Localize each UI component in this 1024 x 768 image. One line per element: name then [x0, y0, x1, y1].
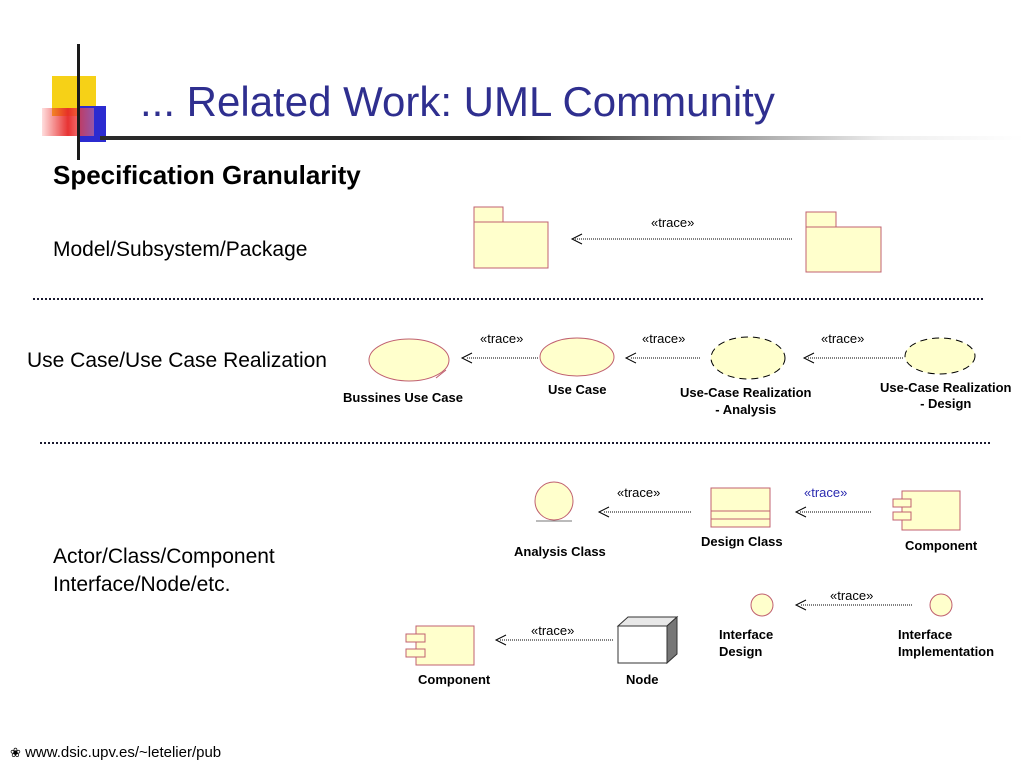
trace-arrow-interface: [794, 599, 912, 611]
trace-label-class-1: «trace»: [617, 485, 661, 500]
trace-arrow-usecase-1: [460, 352, 538, 364]
caption-interface-implementation-line1: Interface: [898, 627, 953, 642]
node-icon: [616, 615, 679, 665]
trace-label-usecase-1: «trace»: [480, 331, 524, 346]
logo-red-square: [42, 108, 94, 136]
footer: ❀ www.dsic.upv.es/~letelier/pub: [10, 744, 221, 761]
row-separator-1: [33, 298, 983, 300]
caption-interface-design: Interface Design: [719, 626, 773, 660]
component-icon-2: [405, 625, 475, 666]
use-case-icon: [539, 337, 615, 377]
caption-ucr-design-line1: Use-Case Realization: [880, 380, 1012, 395]
trace-label-interface: «trace»: [830, 588, 874, 603]
footer-url[interactable]: www.dsic.upv.es/~letelier/pub: [25, 744, 222, 761]
caption-interface-design-line2: Design: [719, 644, 763, 659]
caption-ucr-analysis: Use-Case Realization - Analysis: [680, 384, 812, 418]
caption-ucr-design: Use-Case Realization - Design: [880, 380, 1012, 412]
design-class-icon: [710, 487, 771, 528]
caption-component: Component: [905, 538, 978, 553]
trace-arrow-usecase-3: [802, 352, 903, 364]
caption-interface-implementation-line2: Implementation: [898, 644, 995, 659]
business-use-case-icon: [368, 338, 450, 382]
analysis-class-icon: [534, 481, 574, 521]
trace-arrow-class-1: [597, 506, 691, 518]
package-icon-right: [805, 211, 882, 273]
interface-design-icon: [750, 593, 774, 617]
caption-interface-implementation: Interface Implementation: [898, 626, 994, 660]
title-vertical-rule: [77, 44, 80, 160]
component-icon: [892, 490, 961, 531]
caption-design-class: Design Class: [701, 534, 783, 549]
ucr-analysis-icon: [710, 336, 786, 380]
caption-analysis-class: Analysis Class: [514, 544, 606, 559]
caption-use-case: Use Case: [548, 382, 607, 397]
caption-business-use-case: Bussines Use Case: [343, 390, 463, 405]
footer-bullet-icon: ❀: [10, 745, 21, 760]
trace-label-usecase-3: «trace»: [821, 331, 865, 346]
trace-label-class-2: «trace»: [804, 485, 848, 500]
caption-node: Node: [626, 672, 659, 687]
slide-title: ... Related Work: UML Community: [140, 78, 775, 125]
row-label-usecase: Use Case/Use Case Realization: [27, 349, 327, 372]
caption-ucr-analysis-line2: - Analysis: [715, 402, 777, 417]
package-icon-left: [473, 206, 549, 269]
trace-label-node: «trace»: [531, 623, 575, 638]
caption-ucr-design-line2: - Design: [920, 396, 972, 411]
caption-component-2: Component: [418, 672, 491, 687]
row-label-elements-1: Actor/Class/Component: [53, 545, 275, 568]
ucr-design-icon: [904, 337, 976, 375]
title-underline: [100, 136, 1024, 140]
caption-ucr-analysis-line1: Use-Case Realization: [680, 385, 812, 400]
interface-implementation-icon: [929, 593, 953, 617]
trace-arrow-package: [570, 233, 792, 245]
trace-arrow-node: [494, 634, 613, 646]
caption-interface-design-line1: Interface: [719, 627, 774, 642]
row-label-package: Model/Subsystem/Package: [53, 238, 308, 261]
row-separator-2: [40, 442, 990, 444]
trace-label-package: «trace»: [651, 215, 695, 230]
section-heading: Specification Granularity: [53, 160, 361, 190]
trace-arrow-class-2: [794, 506, 871, 518]
trace-label-usecase-2: «trace»: [642, 331, 686, 346]
trace-arrow-usecase-2: [624, 352, 700, 364]
row-label-elements-2: Interface/Node/etc.: [53, 573, 231, 596]
